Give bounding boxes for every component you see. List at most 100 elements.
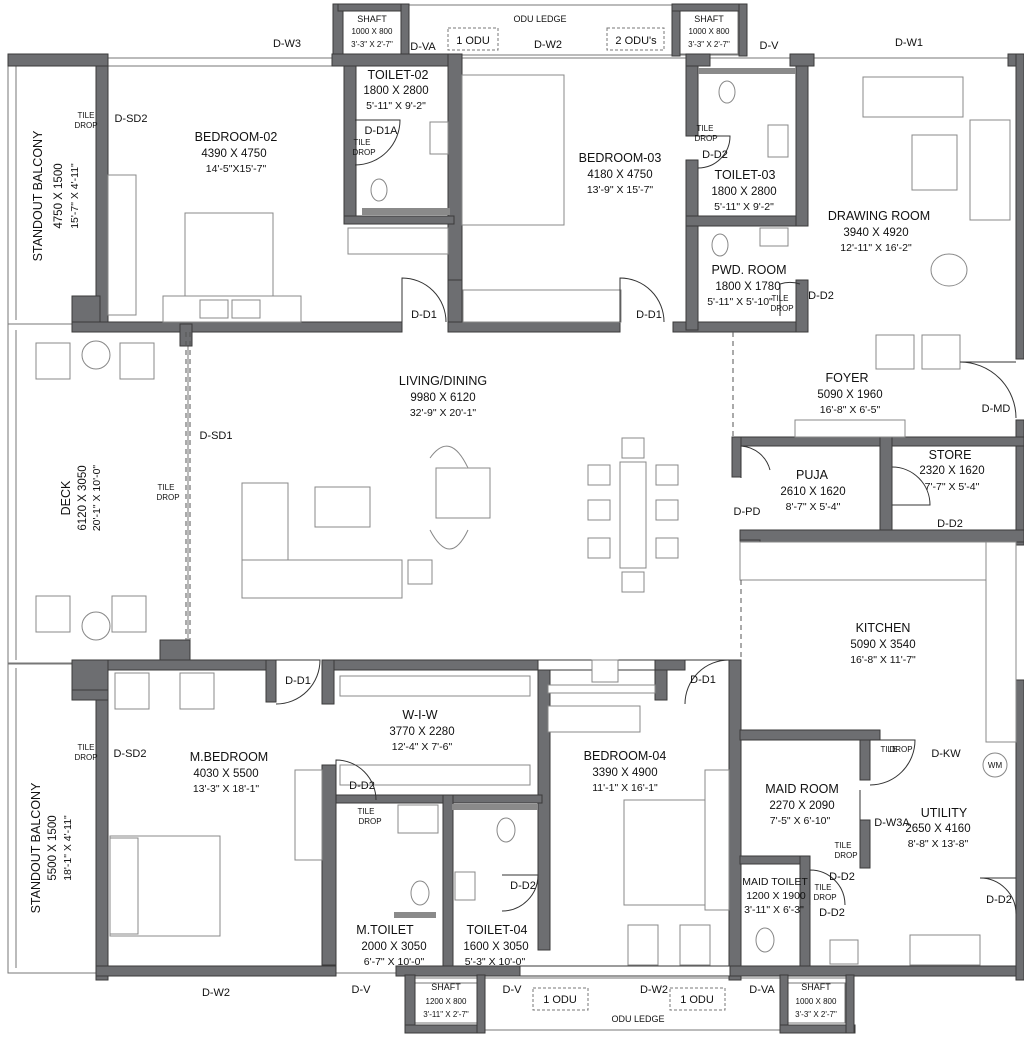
svg-text:TILE: TILE [815, 883, 832, 892]
svg-text:DROP: DROP [834, 851, 857, 860]
wiw-label: W-I-W [402, 708, 437, 722]
toilet03-imp: 5'-11" X 9'-2" [714, 201, 774, 213]
svg-text:TILE: TILE [354, 138, 371, 147]
svg-text:D-D1: D-D1 [285, 675, 311, 687]
bedroom02-label: BEDROOM-02 [195, 130, 278, 144]
balcony-top-label: STANDOUT BALCONY [31, 130, 45, 261]
svg-text:D-W2: D-W2 [534, 39, 562, 51]
svg-text:1000 X 800: 1000 X 800 [796, 997, 837, 1006]
svg-text:TILE: TILE [358, 807, 375, 816]
deck-imp: 20'-1" X 10'-0" [91, 465, 103, 532]
kitchen-dim: 5090 X 3540 [850, 639, 915, 651]
maid-room-label: MAID ROOM [765, 782, 839, 796]
svg-text:D-MD: D-MD [982, 403, 1011, 415]
pwd-room-dim: 1800 X 1780 [715, 281, 780, 293]
balcony-top-imp: 15'-7" X 4'-11" [69, 163, 81, 229]
svg-text:D-D1A: D-D1A [364, 125, 398, 137]
svg-text:3'-3" X 2'-7": 3'-3" X 2'-7" [351, 40, 393, 49]
svg-text:D-D1: D-D1 [411, 309, 437, 321]
living-dining-imp: 32'-9" X 20'-1" [410, 407, 477, 419]
svg-text:D-D2: D-D2 [808, 290, 834, 302]
svg-text:D-SD2: D-SD2 [113, 748, 146, 760]
svg-text:SHAFT: SHAFT [801, 982, 831, 992]
living-dining-label: LIVING/DINING [399, 374, 487, 388]
store-imp: 7'-7" X 5'-4" [925, 481, 980, 493]
svg-text:D-VA: D-VA [410, 41, 436, 53]
door-window-tags: D-W3 D-VA D-W2 D-V D-W1 D-SD2 D-D1A D-D2… [113, 37, 1011, 999]
maid-toilet-imp: 3'-11" X 6'-3" [744, 904, 804, 916]
svg-text:TILE: TILE [772, 294, 789, 303]
utility-dim: 2650 X 4160 [905, 823, 970, 835]
doors [275, 119, 1017, 915]
svg-text:D-W2: D-W2 [640, 984, 668, 996]
walls [7, 3, 1024, 1034]
svg-text:D-D2: D-D2 [937, 518, 963, 530]
svg-text:D-KW: D-KW [931, 748, 961, 760]
svg-text:TILE: TILE [881, 745, 898, 754]
svg-text:D-W2: D-W2 [202, 987, 230, 999]
svg-text:TILE: TILE [78, 111, 95, 120]
balcony-bottom-label: STANDOUT BALCONY [29, 782, 43, 913]
svg-text:1 ODU: 1 ODU [543, 994, 577, 1006]
shaft-labels: SHAFT 1000 X 800 3'-3" X 2'-7" SHAFT 100… [351, 14, 837, 1024]
maid-room-imp: 7'-5" X 6'-10" [770, 815, 831, 827]
toilet04-label: TOILET-04 [467, 923, 528, 937]
svg-text:3'-11" X 2'-7": 3'-11" X 2'-7" [423, 1010, 469, 1019]
svg-text:ODU LEDGE: ODU LEDGE [611, 1014, 664, 1024]
puja-label: PUJA [796, 468, 829, 482]
m-bedroom-dim: 4030 X 5500 [193, 768, 258, 780]
svg-text:D-D2: D-D2 [510, 880, 536, 892]
svg-text:D-D2: D-D2 [702, 149, 728, 161]
balcony-bottom-imp: 18'-1" X 4'-11" [62, 815, 74, 881]
svg-text:D-D1: D-D1 [636, 309, 662, 321]
wiw-imp: 12'-4" X 7'-6" [392, 741, 453, 753]
maid-toilet-dim: 1200 X 1900 [746, 890, 806, 902]
bedroom04-dim: 3390 X 4900 [592, 767, 657, 779]
svg-text:D-W3A: D-W3A [874, 817, 910, 829]
svg-text:D-SD1: D-SD1 [199, 430, 232, 442]
drawing-room-label: DRAWING ROOM [828, 209, 930, 223]
wiw-dim: 3770 X 2280 [389, 726, 454, 738]
svg-text:D-D2: D-D2 [819, 907, 845, 919]
bedroom04-imp: 11'-1" X 16'-1" [592, 782, 658, 794]
tile-drop-notes: TILE DROP TILE DROP TILE DROP TILE DROP … [74, 111, 1002, 902]
svg-text:D-SD2: D-SD2 [114, 113, 147, 125]
toilet02-dim: 1800 X 2800 [363, 85, 428, 97]
m-toilet-label: M.TOILET [356, 923, 414, 937]
svg-text:3'-3" X 2'-7": 3'-3" X 2'-7" [795, 1010, 837, 1019]
toilet03-label: TOILET-03 [715, 168, 776, 182]
utility-imp: 8'-8" X 13'-8" [908, 838, 969, 850]
svg-text:SHAFT: SHAFT [694, 14, 724, 24]
svg-text:DROP: DROP [352, 148, 375, 157]
toilet04-dim: 1600 X 3050 [463, 941, 528, 953]
svg-text:1 ODU: 1 ODU [456, 35, 490, 47]
store-dim: 2320 X 1620 [919, 465, 984, 477]
svg-text:TILE: TILE [78, 743, 95, 752]
svg-text:D-V: D-V [760, 40, 780, 52]
m-bedroom-imp: 13'-3" X 18'-1" [193, 783, 260, 795]
svg-text:D-VA: D-VA [749, 984, 775, 996]
furniture [35, 74, 1017, 966]
svg-text:TILE: TILE [835, 841, 852, 850]
svg-text:SHAFT: SHAFT [431, 982, 461, 992]
maid-toilet-label: MAID TOILET [742, 876, 808, 888]
kitchen-imp: 16'-8" X 11'-7" [850, 654, 916, 666]
svg-text:D-V: D-V [352, 984, 372, 996]
puja-dim: 2610 X 1620 [780, 486, 845, 498]
svg-text:DROP: DROP [156, 493, 179, 502]
drawing-room-dim: 3940 X 4920 [843, 227, 908, 239]
m-toilet-dim: 2000 X 3050 [361, 941, 426, 953]
svg-text:D-D2: D-D2 [349, 780, 375, 792]
toilet02-label: TOILET-02 [368, 68, 429, 82]
pwd-room-imp: 5'-11" X 5'-10" [707, 296, 773, 308]
living-dining-dim: 9980 X 6120 [410, 392, 475, 404]
foyer-dim: 5090 X 1960 [817, 389, 882, 401]
svg-text:DROP: DROP [889, 745, 912, 754]
svg-text:DROP: DROP [74, 753, 97, 762]
deck-dim: 6120 X 3050 [77, 465, 89, 530]
svg-text:3'-3" X 2'-7": 3'-3" X 2'-7" [688, 40, 730, 49]
bedroom02-dim: 4390 X 4750 [201, 148, 266, 160]
foyer-label: FOYER [825, 371, 868, 385]
svg-text:1000 X 800: 1000 X 800 [352, 27, 393, 36]
svg-text:SHAFT: SHAFT [357, 14, 387, 24]
